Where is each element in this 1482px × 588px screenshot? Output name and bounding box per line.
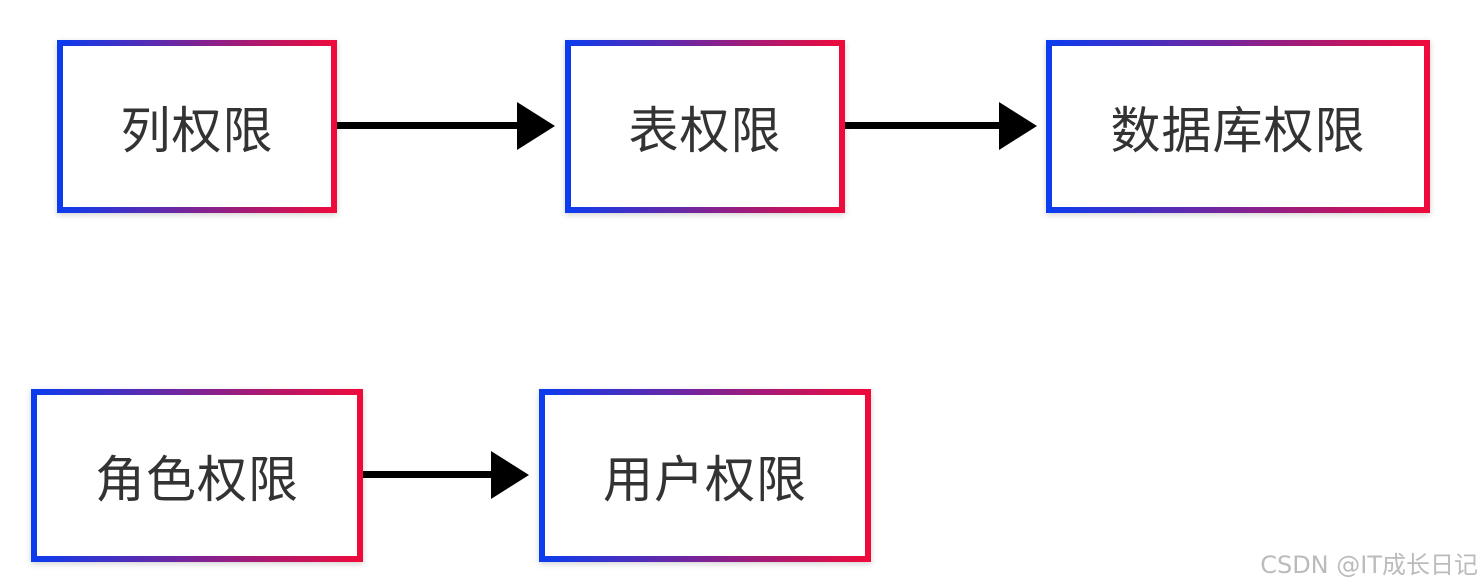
node-user-permission: 用户权限 [539, 389, 871, 562]
node-table-permission-label: 表权限 [628, 101, 782, 160]
node-column-permission: 列权限 [57, 40, 337, 213]
arrow-column-to-table [337, 102, 555, 150]
node-user-permission-label: 用户权限 [603, 450, 807, 509]
node-role-permission: 角色权限 [31, 389, 363, 562]
node-database-permission-box: 数据库权限 [1052, 46, 1424, 207]
csdn-watermark: CSDN @IT成长日记 [1260, 551, 1478, 579]
node-database-permission-label: 数据库权限 [1110, 101, 1366, 160]
arrow-head [999, 102, 1037, 150]
arrow-head [517, 102, 555, 150]
arrow-line [337, 122, 519, 129]
arrow-line [845, 122, 1001, 129]
node-database-permission: 数据库权限 [1046, 40, 1430, 213]
node-table-permission: 表权限 [565, 40, 845, 213]
node-role-permission-label: 角色权限 [95, 450, 299, 509]
arrow-head [491, 451, 529, 499]
node-user-permission-box: 用户权限 [545, 395, 865, 556]
arrow-line [363, 471, 493, 478]
node-table-permission-box: 表权限 [571, 46, 839, 207]
arrow-role-to-user [363, 451, 529, 499]
node-role-permission-box: 角色权限 [37, 395, 357, 556]
arrow-table-to-database [845, 102, 1037, 150]
node-column-permission-label: 列权限 [120, 101, 274, 160]
node-column-permission-box: 列权限 [63, 46, 331, 207]
